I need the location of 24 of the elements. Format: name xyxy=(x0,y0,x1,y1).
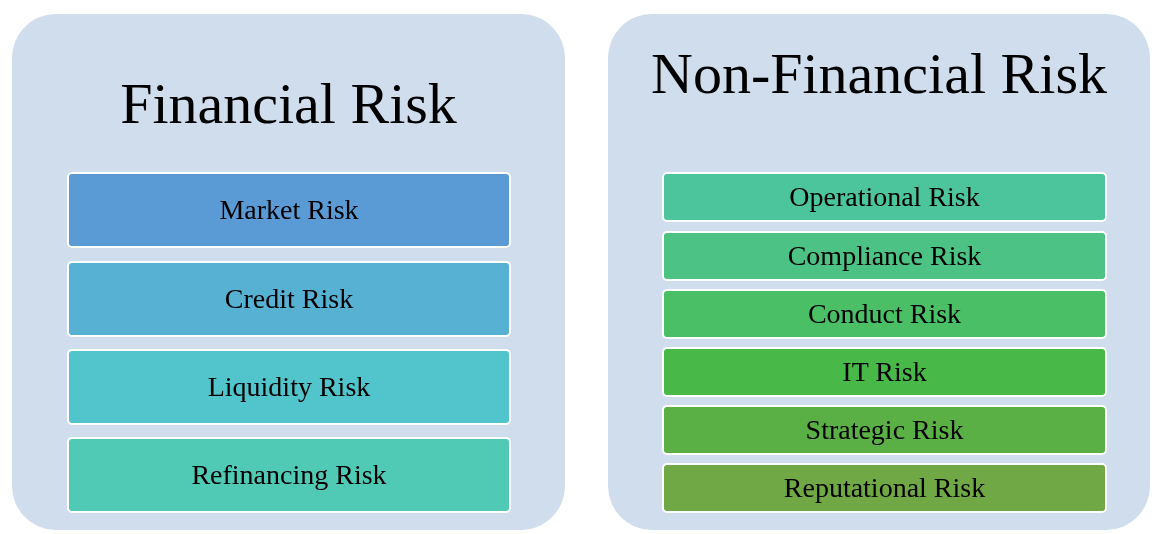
category-panel xyxy=(12,14,565,530)
risk-box xyxy=(662,172,1107,222)
risk-box xyxy=(67,349,511,425)
risk-box xyxy=(662,347,1107,397)
category-panel xyxy=(608,14,1150,530)
risk-box xyxy=(67,261,511,337)
risk-box xyxy=(662,231,1107,281)
risk-box xyxy=(67,437,511,513)
panel-title: Financial Risk xyxy=(119,74,458,134)
risk-label: IT Risk xyxy=(842,356,927,388)
risk-label: Reputational Risk xyxy=(783,472,986,504)
panel-title: Non-Financial Risk xyxy=(650,44,1108,104)
risk-label: Refinancing Risk xyxy=(191,459,387,491)
risk-label: Compliance Risk xyxy=(787,240,982,272)
risk-label: Market Risk xyxy=(219,194,359,226)
risk-box xyxy=(662,289,1107,339)
risk-box xyxy=(662,405,1107,455)
risk-label: Operational Risk xyxy=(789,181,980,213)
risk-label: Liquidity Risk xyxy=(207,371,371,403)
risk-label: Credit Risk xyxy=(224,283,354,315)
risk-label: Strategic Risk xyxy=(805,414,964,446)
risk-box xyxy=(662,463,1107,513)
risk-label: Conduct Risk xyxy=(807,298,962,330)
risk-box xyxy=(67,172,511,248)
